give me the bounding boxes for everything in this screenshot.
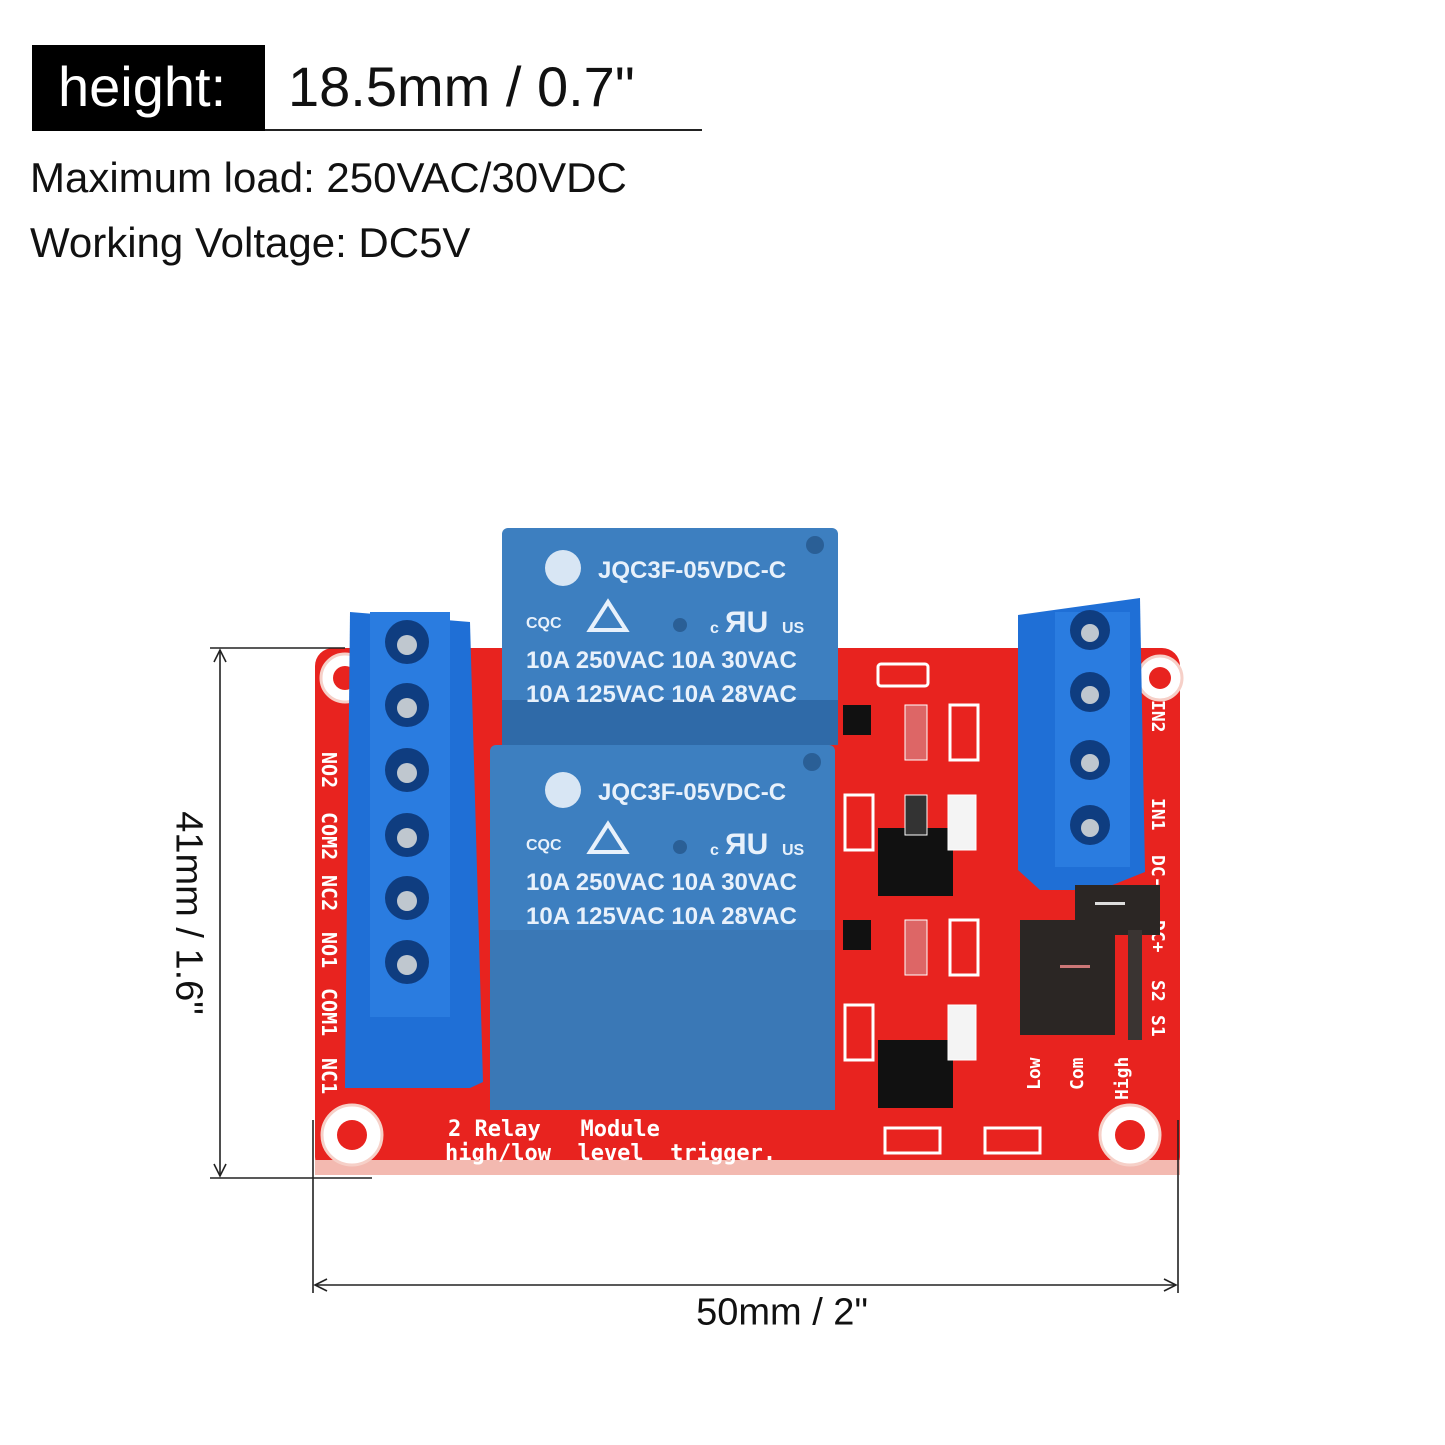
height-label: height: <box>58 55 227 118</box>
ur-mark-icon: ЯU <box>725 606 768 639</box>
spec-working-voltage: Working Voltage: DC5V <box>30 219 471 266</box>
left-terminal-block <box>345 612 483 1088</box>
spec-max-load: Maximum load: 250VAC/30VDC <box>30 154 627 201</box>
manufacturer-logo-icon <box>545 772 581 808</box>
manufacturer-logo-icon <box>545 550 581 586</box>
relay-1: JQC3F-05VDC-C CQC c ЯU US 10A 250VAC 10A… <box>490 745 835 1110</box>
relay-2: JQC3F-05VDC-C CQC c ЯU US 10A 250VAC 10A… <box>502 528 838 745</box>
ur-mark-icon: ЯU <box>725 828 768 861</box>
svg-text:US: US <box>782 620 805 637</box>
terminal-label-no2: NO2 <box>317 752 341 788</box>
height-value: 18.5mm / 0.7" <box>288 55 635 118</box>
width-dimension-label: 50mm / 2" <box>696 1291 868 1334</box>
terminal-label-com2: COM2 <box>317 812 341 860</box>
height-dimension-label: 41mm / 1.6" <box>167 811 210 1015</box>
terminal-label-nc1: NC1 <box>317 1058 341 1094</box>
terminal-label-no1: NO1 <box>317 932 341 968</box>
jumper-header <box>1020 885 1160 1040</box>
cqc-mark: CQC <box>526 615 562 632</box>
relay-rating-1: 10A 250VAC 10A 30VAC <box>526 869 797 896</box>
width-dimension-line <box>312 1120 1179 1293</box>
silk-module-name: 2 Relay Module <box>448 1117 660 1142</box>
triangle-mark-icon <box>586 820 630 854</box>
terminal-label-com1: COM1 <box>317 988 341 1036</box>
jumper-label-s2: S2 <box>1147 980 1168 1002</box>
silk-trigger-text: high/low level trigger. <box>445 1141 776 1166</box>
trigger-label-low: Low <box>1024 1057 1045 1090</box>
height-label-box <box>32 45 265 131</box>
trigger-label-com: Com <box>1067 1057 1088 1090</box>
relay-rating-1: 10A 250VAC 10A 30VAC <box>526 647 797 674</box>
header-underline <box>265 129 702 131</box>
svg-text:US: US <box>782 842 805 859</box>
relay-rating-2: 10A 125VAC 10A 28VAC <box>526 903 797 930</box>
terminal-label-in1: IN1 <box>1147 798 1168 831</box>
trigger-label-high: High <box>1112 1057 1133 1100</box>
height-dimension-line <box>210 647 372 1179</box>
relay-model: JQC3F-05VDC-C <box>598 779 786 806</box>
terminal-label-in2: IN2 <box>1147 700 1168 733</box>
relay-rating-2: 10A 125VAC 10A 28VAC <box>526 681 797 708</box>
svg-text:c: c <box>710 842 719 859</box>
relay-model: JQC3F-05VDC-C <box>598 557 786 584</box>
optocoupler <box>878 828 953 896</box>
triangle-mark-icon <box>586 598 630 632</box>
jumper-label-s1: S1 <box>1147 1015 1168 1037</box>
optocoupler <box>878 1040 953 1108</box>
terminal-label-dc-minus: DC- <box>1147 855 1168 888</box>
terminal-label-nc2: NC2 <box>317 875 341 911</box>
svg-text:c: c <box>710 620 719 637</box>
cqc-mark: CQC <box>526 837 562 854</box>
right-terminal-block <box>1018 598 1145 890</box>
